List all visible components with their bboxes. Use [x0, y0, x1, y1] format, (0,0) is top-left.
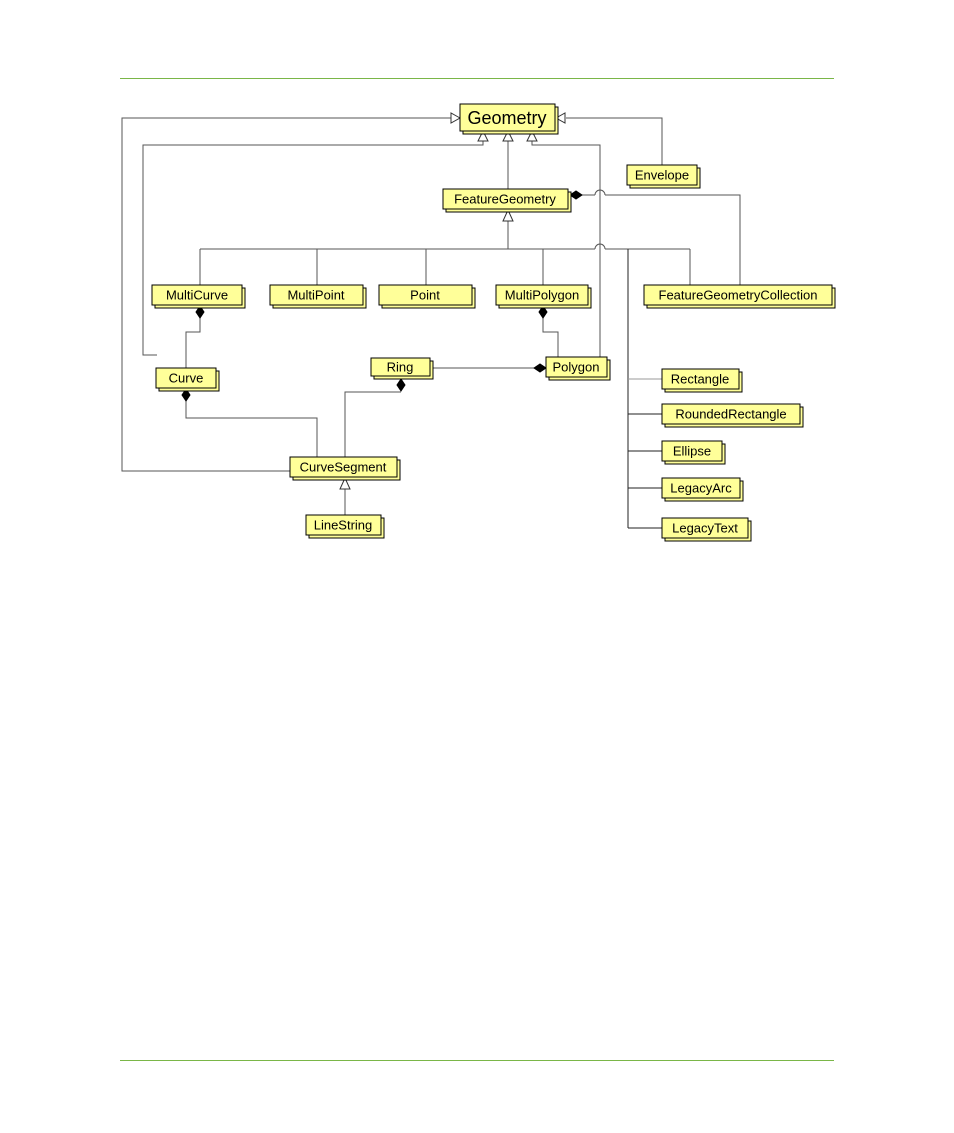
svg-text:Ring: Ring — [387, 360, 414, 375]
svg-text:RoundedRectangle: RoundedRectangle — [675, 407, 786, 422]
svg-text:LineString: LineString — [314, 518, 373, 533]
svg-text:CurveSegment: CurveSegment — [300, 460, 387, 475]
class-legacyarc: LegacyArc — [662, 478, 743, 501]
class-multipoint: MultiPoint — [270, 285, 366, 308]
class-featuregeometry: FeatureGeometry — [443, 189, 571, 212]
svg-text:FeatureGeometry: FeatureGeometry — [454, 192, 556, 207]
class-point: Point — [379, 285, 475, 308]
svg-text:Point: Point — [410, 288, 440, 303]
svg-text:Geometry: Geometry — [467, 108, 546, 128]
class-featuregeometrycollection: FeatureGeometryCollection — [644, 285, 835, 308]
composition-diamond-fgc — [570, 191, 582, 199]
class-multicurve: MultiCurve — [152, 285, 245, 308]
svg-text:LegacyArc: LegacyArc — [670, 481, 732, 496]
class-multipolygon: MultiPolygon — [496, 285, 591, 308]
multicurve-curve-composition — [186, 318, 200, 368]
class-ring: Ring — [371, 358, 433, 379]
class-polygon: Polygon — [546, 357, 610, 380]
curve-curvesegment-composition — [186, 400, 317, 457]
class-rectangle: Rectangle — [662, 369, 742, 392]
svg-text:MultiPolygon: MultiPolygon — [505, 288, 579, 303]
svg-text:MultiCurve: MultiCurve — [166, 288, 228, 303]
svg-text:MultiPoint: MultiPoint — [287, 288, 344, 303]
svg-text:Polygon: Polygon — [553, 360, 600, 375]
svg-text:Ellipse: Ellipse — [673, 444, 711, 459]
composition-diamond-ring — [397, 379, 405, 391]
fgc-aggregation-b — [605, 195, 740, 285]
composition-diamond-polygon — [534, 364, 546, 372]
generalization-arrow-left — [451, 113, 460, 123]
envelope-generalization — [566, 118, 662, 165]
multipolygon-polygon-composition — [543, 318, 558, 357]
svg-text:Curve: Curve — [169, 371, 204, 386]
class-curvesegment: CurveSegment — [290, 457, 400, 480]
class-linestring: LineString — [306, 515, 384, 538]
svg-text:Envelope: Envelope — [635, 168, 689, 183]
svg-text:FeatureGeometryCollection: FeatureGeometryCollection — [659, 288, 818, 303]
class-envelope: Envelope — [627, 165, 700, 188]
ring-curvesegment-composition — [345, 392, 401, 457]
svg-text:Rectangle: Rectangle — [671, 372, 730, 387]
class-ellipse: Ellipse — [662, 441, 725, 464]
class-geometry: Geometry — [460, 104, 558, 134]
svg-text:LegacyText: LegacyText — [672, 521, 738, 536]
class-roundedrectangle: RoundedRectangle — [662, 404, 803, 427]
class-curve: Curve — [156, 368, 219, 391]
curve-generalization — [143, 141, 483, 355]
class-legacytext: LegacyText — [662, 518, 751, 541]
